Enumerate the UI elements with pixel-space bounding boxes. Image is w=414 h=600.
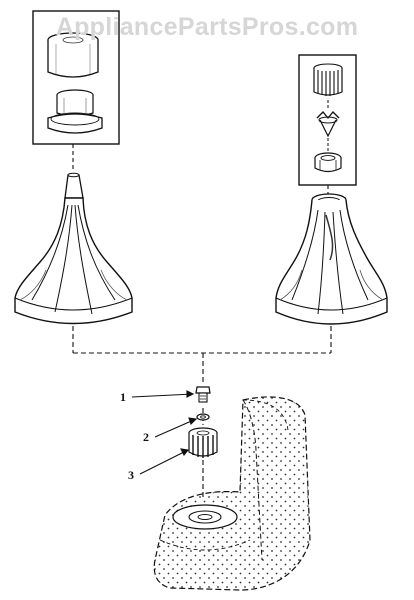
- dog-ring: [314, 152, 342, 173]
- callout-number-2: 2: [143, 430, 149, 444]
- wash-basket: [153, 396, 311, 591]
- ribbed-cap: [313, 63, 343, 96]
- agitator-cap: [47, 32, 99, 78]
- callout-labels: 1 2 3: [120, 390, 149, 482]
- callout-number-3: 3: [128, 468, 134, 482]
- spring-clip: [316, 111, 340, 138]
- callout-number-1: 1: [120, 390, 126, 404]
- left-agitator: [14, 172, 133, 325]
- callout-leaders: [131, 390, 198, 475]
- part-2-washer: [196, 413, 210, 421]
- agitator-adapter: [47, 89, 103, 134]
- part-1-bolt: [195, 386, 211, 403]
- right-agitator: [275, 193, 388, 325]
- left-inset-box: [32, 10, 120, 145]
- right-inset-box: [298, 54, 357, 186]
- part-3-nut: [188, 427, 218, 458]
- connector-lines: [72, 326, 332, 500]
